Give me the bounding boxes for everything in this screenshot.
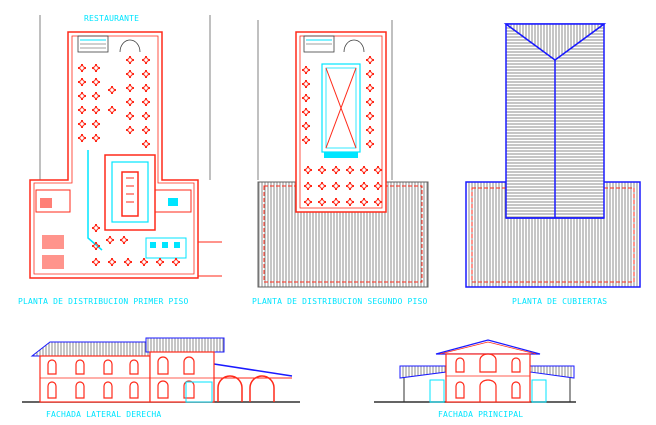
plan-roof <box>465 23 641 288</box>
plan-first-floor <box>29 15 222 279</box>
first-floor-tables <box>77 55 181 267</box>
label-facade-main: FACHADA PRINCIPAL <box>438 410 524 419</box>
plan-second-floor <box>257 20 429 288</box>
label-plan-roof: PLANTA DE CUBIERTAS <box>512 297 608 306</box>
label-plan-second-floor: PLANTA DE DISTRIBUCION SEGUNDO PISO <box>252 297 428 306</box>
facade-main <box>374 339 576 403</box>
facade-side <box>22 337 300 403</box>
label-restaurant: RESTAURANTE <box>84 14 140 23</box>
label-plan-first-floor: PLANTA DE DISTRIBUCION PRIMER PISO <box>18 297 189 306</box>
label-facade-side: FACHADA LATERAL DERECHA <box>46 410 162 419</box>
